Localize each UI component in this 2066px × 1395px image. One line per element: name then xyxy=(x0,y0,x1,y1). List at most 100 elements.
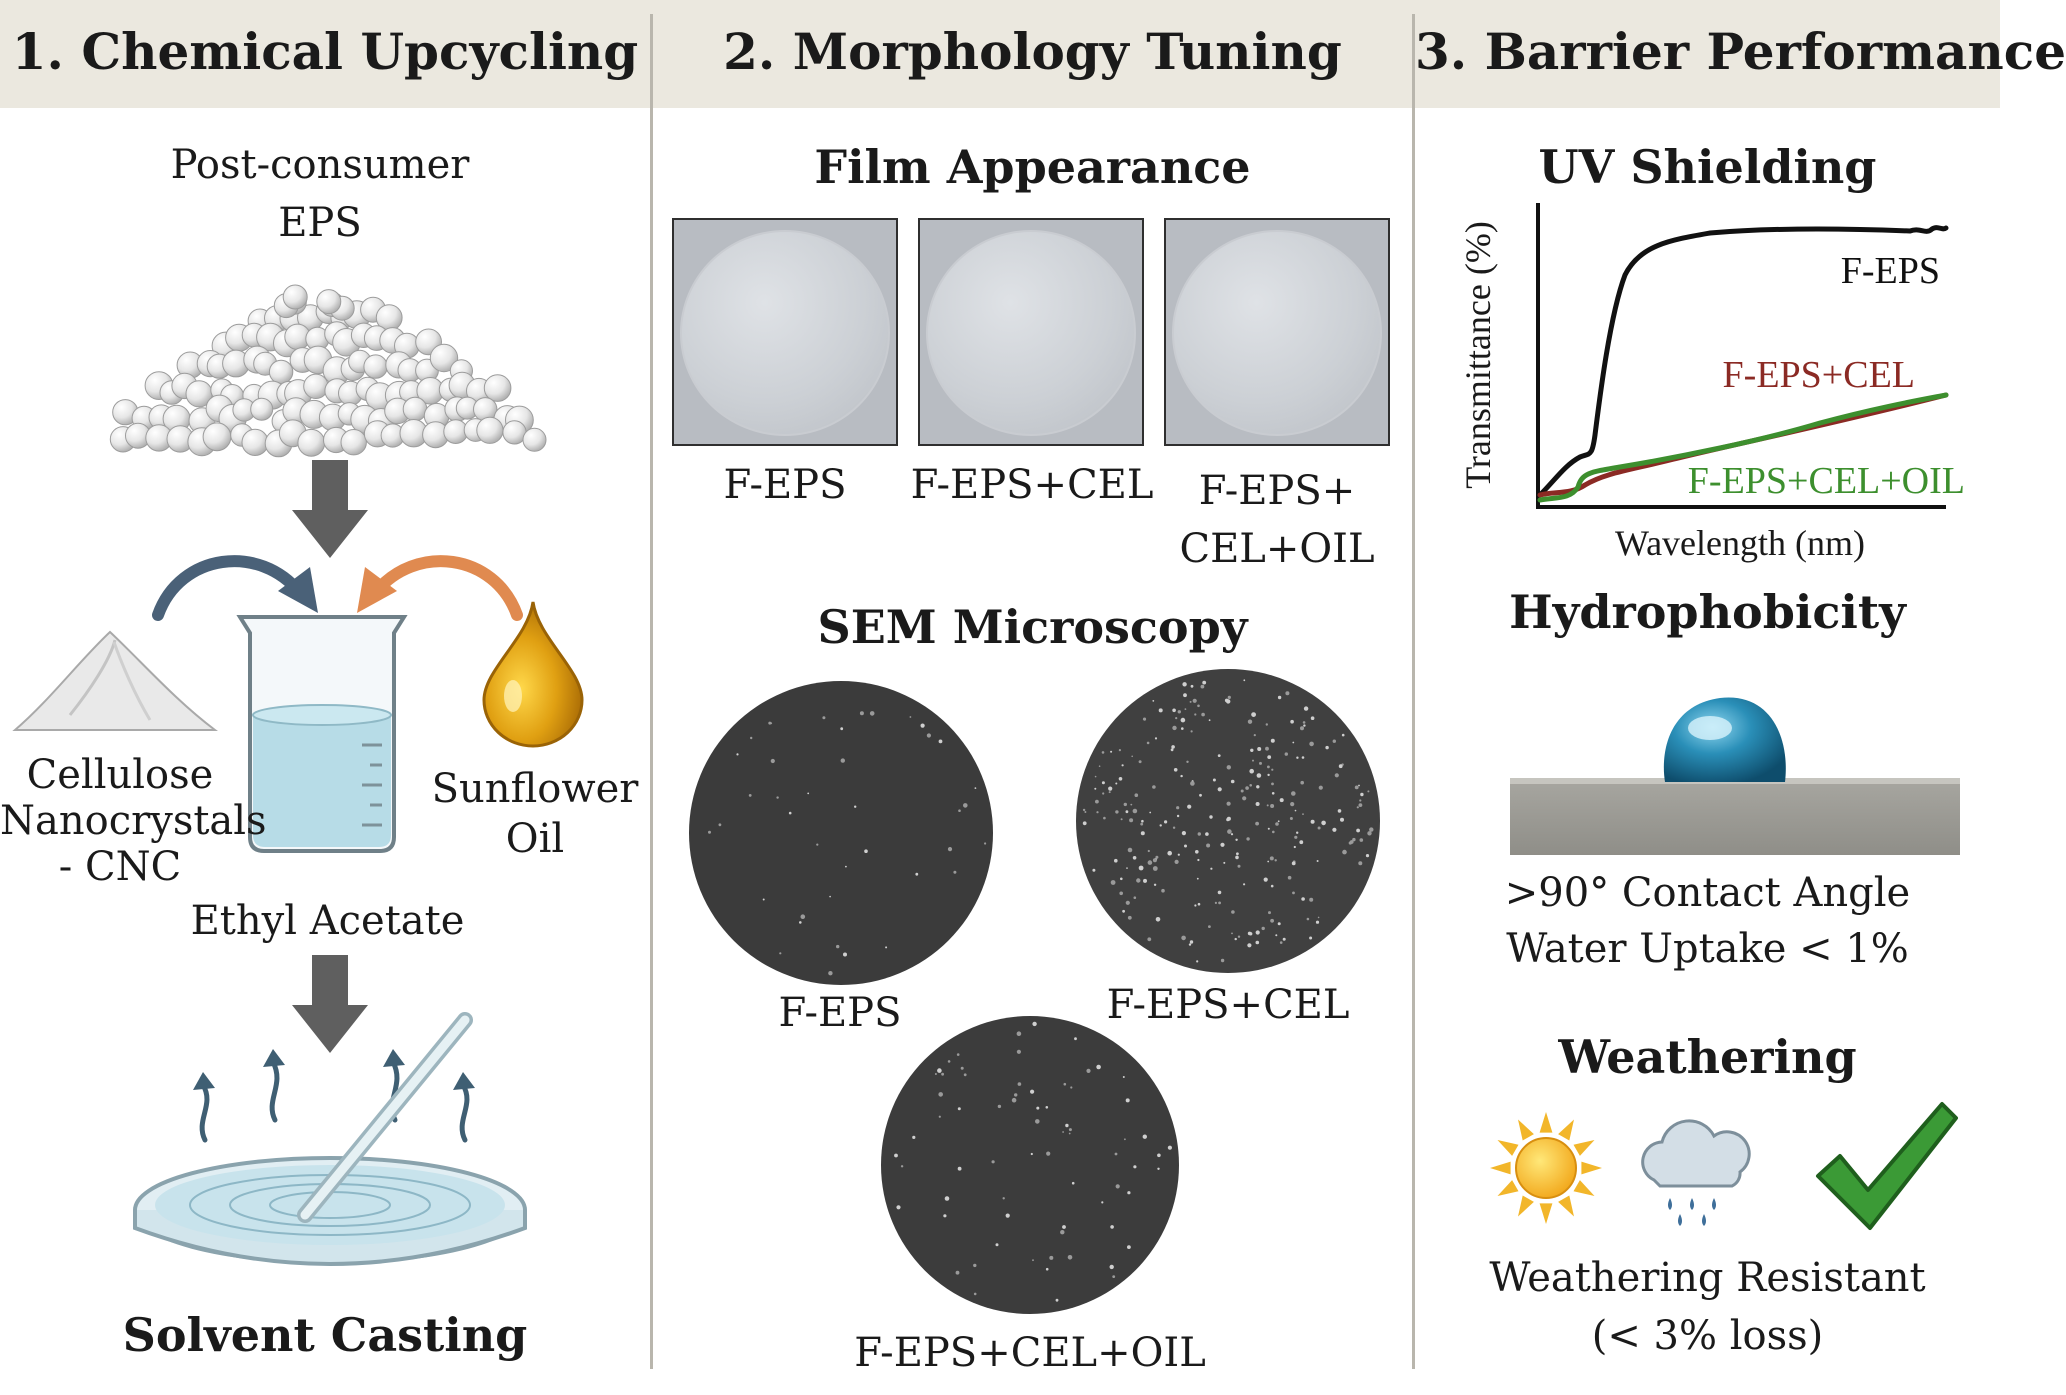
sem-speckle xyxy=(1338,764,1343,769)
sem-speckle xyxy=(1149,811,1152,814)
sem-speckle xyxy=(920,723,925,728)
sem-speckle xyxy=(937,1068,942,1073)
sem-speckle xyxy=(915,872,919,876)
sem-speckle xyxy=(1296,831,1299,834)
sem-speckle xyxy=(955,1270,960,1275)
sem-speckle xyxy=(1246,837,1250,841)
sem-speckle xyxy=(1120,818,1123,821)
sem-speckle xyxy=(1243,679,1246,682)
weathering-loss-text: (< 3% loss) xyxy=(1591,1313,1824,1359)
sem-speckle xyxy=(869,711,875,716)
curved-arrow-icon xyxy=(357,555,523,621)
sem-speckle xyxy=(1176,814,1180,818)
sem-speckle xyxy=(1129,818,1134,823)
sem-speckle xyxy=(1122,909,1125,913)
sem-speckle xyxy=(1011,1097,1017,1103)
down-arrow-icon xyxy=(292,955,368,1053)
sem-speckle xyxy=(1316,860,1319,862)
sem-speckle xyxy=(1255,802,1260,806)
sun-ray xyxy=(1518,1119,1534,1141)
sem-speckle xyxy=(1095,799,1099,804)
sem-speckle xyxy=(991,1160,995,1164)
sem-speckle xyxy=(1247,943,1252,948)
sem-speckle xyxy=(1084,811,1087,813)
sem-speckle xyxy=(1124,1138,1126,1141)
sun-ray xyxy=(1490,1161,1511,1175)
sem-speckle xyxy=(1212,778,1216,782)
sem-speckle xyxy=(1360,792,1364,797)
sem-speckle xyxy=(816,843,819,846)
down-arrow-icon xyxy=(292,460,368,558)
sem-speckle xyxy=(1315,920,1320,924)
sem-speckle xyxy=(1236,852,1239,856)
sem-speckle xyxy=(1294,809,1297,812)
sem-speckle xyxy=(1210,867,1213,870)
sem-speckle xyxy=(1269,856,1274,861)
sem-speckle xyxy=(1181,727,1184,730)
sem-speckle xyxy=(1341,733,1345,737)
sem-speckle xyxy=(1082,808,1086,812)
sem-speckle xyxy=(1032,1259,1034,1262)
sem-speckle xyxy=(788,811,792,815)
sem-speckle xyxy=(1317,826,1321,830)
eps-bead xyxy=(476,416,504,444)
sem-speckle xyxy=(1142,717,1147,721)
sem-speckle xyxy=(1367,831,1372,836)
panel-2-title: 2. Morphology Tuning xyxy=(723,22,1342,81)
sem-speckle xyxy=(1164,820,1168,824)
eps-bead xyxy=(483,374,512,402)
sem-speckle xyxy=(1253,734,1256,737)
sem-speckle xyxy=(1325,745,1329,750)
sem-speckle xyxy=(1125,1098,1130,1103)
sem-speckle xyxy=(1030,1089,1035,1094)
sem-speckle xyxy=(1267,765,1270,769)
cnc-powder-icon xyxy=(12,630,218,731)
sem-speckle xyxy=(1035,1119,1040,1124)
film-appearance-heading: Film Appearance xyxy=(814,140,1251,194)
sem-speckle xyxy=(1141,819,1144,823)
sem-speckle xyxy=(1171,745,1175,749)
sem-speckle xyxy=(1359,799,1362,802)
rain-cloud-icon xyxy=(1641,1119,1751,1226)
sun-ray xyxy=(1518,1195,1534,1217)
sem-speckle xyxy=(1049,1255,1054,1260)
sem-speckle xyxy=(1259,761,1262,765)
sem-speckle xyxy=(1303,724,1306,727)
sem-speckle xyxy=(828,971,833,976)
sem-speckle xyxy=(1256,773,1262,778)
beaker-icon xyxy=(236,615,408,853)
sem-speckle xyxy=(1206,843,1211,848)
sem-speckle xyxy=(1292,741,1295,744)
eps-bead xyxy=(303,373,329,400)
sem-speckle xyxy=(1367,790,1370,793)
sem-speckle xyxy=(1299,840,1304,845)
sem-speckle xyxy=(1277,820,1280,823)
sem-speckle xyxy=(1096,811,1099,814)
sem-speckle xyxy=(1074,1037,1077,1041)
sem-speckle xyxy=(1068,1128,1072,1132)
chart-x-axis-label: Wavelength (nm) xyxy=(1615,523,1865,563)
sem-speckle xyxy=(1132,856,1137,860)
sem-speckle xyxy=(1159,824,1162,827)
sem-speckle xyxy=(1290,802,1295,807)
sem-speckle xyxy=(1170,748,1174,752)
sem-speckle xyxy=(1167,1145,1172,1150)
sem-speckle xyxy=(1226,818,1230,822)
sem-speckle xyxy=(1272,830,1275,834)
sem-speckle xyxy=(736,753,739,756)
oil-drop-icon xyxy=(482,601,584,748)
sem-speckle xyxy=(1301,897,1305,901)
sem-speckle xyxy=(776,796,779,799)
sem-speckle xyxy=(1110,750,1113,753)
sem-speckle xyxy=(1349,840,1354,844)
sem-speckle xyxy=(1161,888,1165,893)
sem-speckle xyxy=(1301,756,1305,759)
sem-speckle xyxy=(1309,741,1314,747)
sun-ray xyxy=(1573,1180,1595,1196)
sem-speckle xyxy=(1125,810,1129,814)
sem-speckle xyxy=(1101,781,1105,785)
sem-speckle xyxy=(1332,739,1336,743)
ethyl-acetate-label: Ethyl Acetate xyxy=(190,898,465,944)
sem-speckle xyxy=(1094,775,1097,778)
sem-speckle xyxy=(1358,803,1363,807)
